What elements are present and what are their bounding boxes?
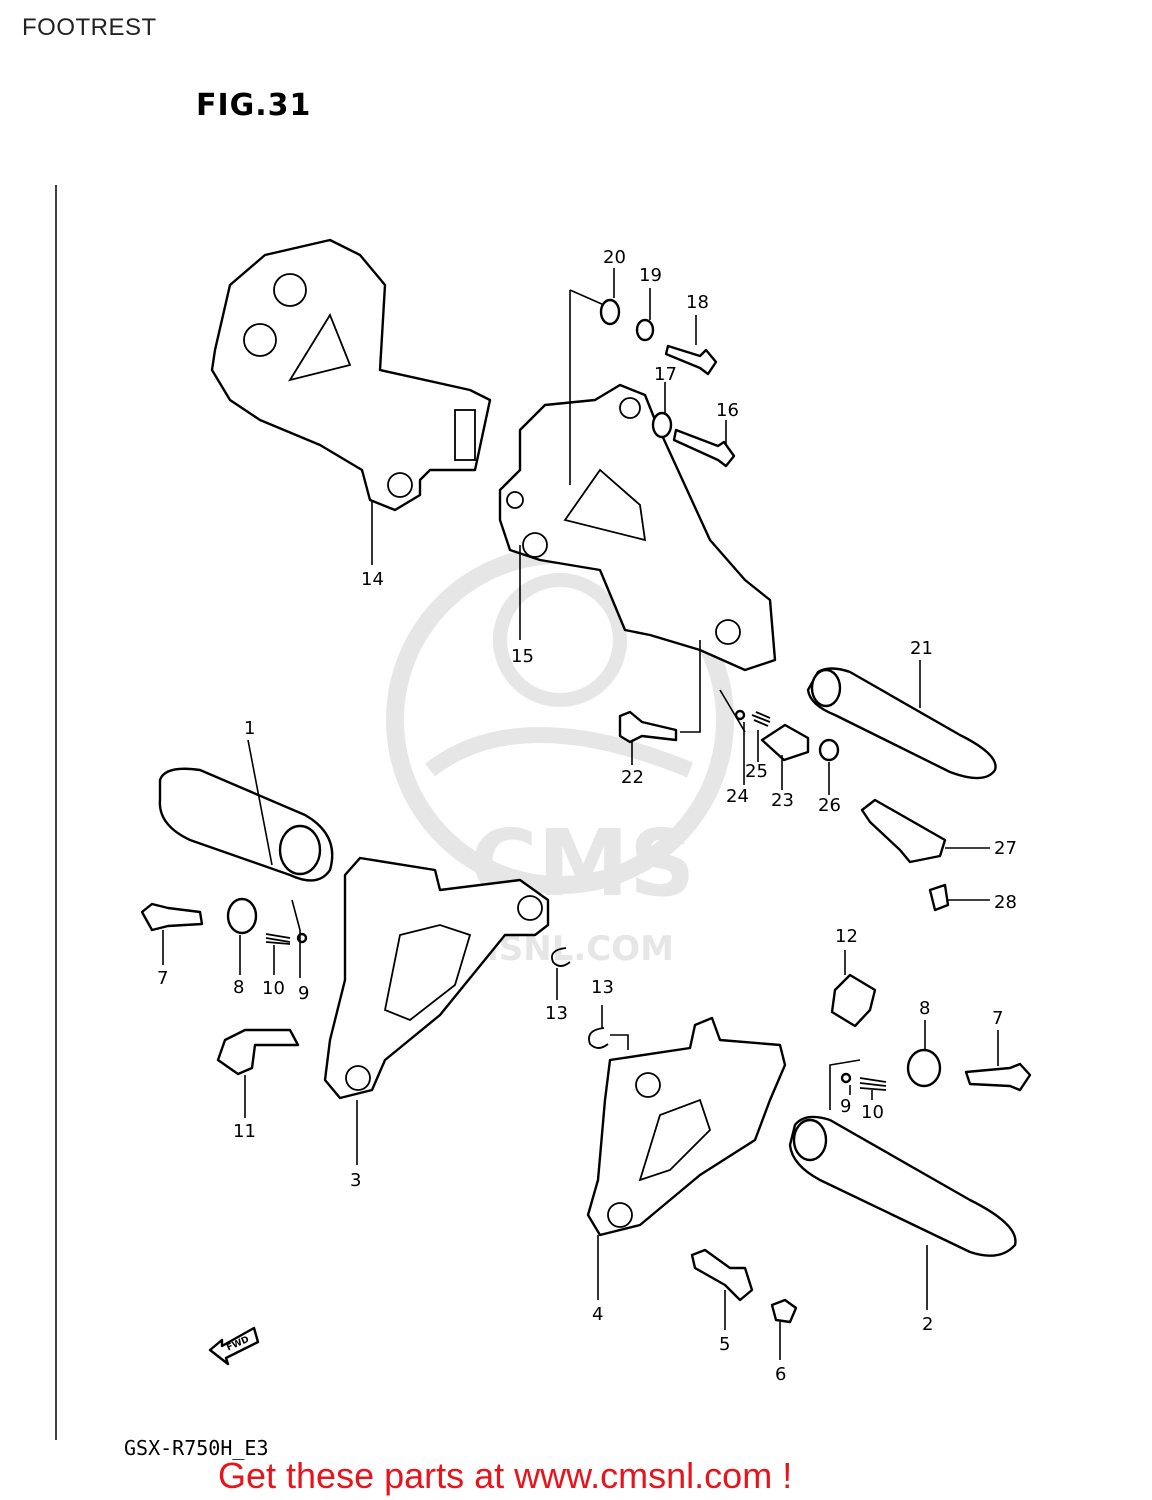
callout-7-left: 7 [157,968,168,989]
callout-13-right: 13 [591,977,614,998]
part-4-bracket [586,1016,787,1237]
callout-9-left: 9 [298,983,309,1004]
callout-1: 1 [244,718,255,739]
part-14-bracket [210,238,492,512]
small-hardware-mid [618,709,840,762]
callout-22: 22 [621,767,644,788]
leader-lines [162,268,999,1360]
callout-16: 16 [716,400,739,421]
callout-7-right: 7 [992,1008,1003,1029]
callout-24: 24 [726,786,749,807]
hardware-bottom [690,1248,798,1324]
callout-20: 20 [603,247,626,268]
callout-14: 14 [361,569,384,590]
cta-link[interactable]: Get these parts at www.cmsnl.com ! [218,1455,793,1496]
figure-label: FIG.31 [196,88,312,123]
clips-13 [551,947,609,1049]
part-2-footpeg [788,1115,1017,1257]
page-title: FOOTREST [22,14,157,41]
small-hardware-top [599,298,736,468]
callout-26: 26 [818,795,841,816]
callout-4: 4 [592,1304,603,1325]
part-12-cover [830,973,877,1028]
small-hardware-right [860,798,950,912]
callout-8-right: 8 [919,998,930,1019]
callout-10-right: 10 [861,1102,884,1123]
callout-5: 5 [719,1334,730,1355]
model-code: GSX-R750H_E3 [124,1436,269,1460]
callout-3: 3 [350,1170,361,1191]
callout-9-right: 9 [840,1096,851,1117]
callout-2: 2 [922,1314,933,1335]
callout-17: 17 [654,364,677,385]
hardware-left [140,897,308,945]
part-15-bracket [498,383,777,672]
hardware-right [840,1048,1032,1092]
callout-27: 27 [994,838,1017,859]
callout-6: 6 [775,1364,786,1385]
callout-21: 21 [910,638,933,659]
callout-8-left: 8 [233,977,244,998]
callout-19: 19 [639,265,662,286]
callout-10-left: 10 [262,978,285,999]
fwd-arrow-icon: FWD [208,1326,260,1366]
callout-labels: 1 2 3 4 5 6 7 7 8 8 9 9 10 10 11 12 13 1… [157,247,1017,1385]
callout-11: 11 [233,1121,256,1142]
part-3-bracket [323,856,550,1100]
callout-18: 18 [686,292,709,313]
part-1-footpeg [158,767,334,882]
callout-23: 23 [771,790,794,811]
part-11-plate [216,1028,300,1076]
callout-25: 25 [745,761,768,782]
part-21-footpeg [806,667,997,780]
callout-12: 12 [835,926,858,947]
callout-15: 15 [511,646,534,667]
callout-28: 28 [994,892,1017,913]
callout-13-left: 13 [545,1003,568,1024]
